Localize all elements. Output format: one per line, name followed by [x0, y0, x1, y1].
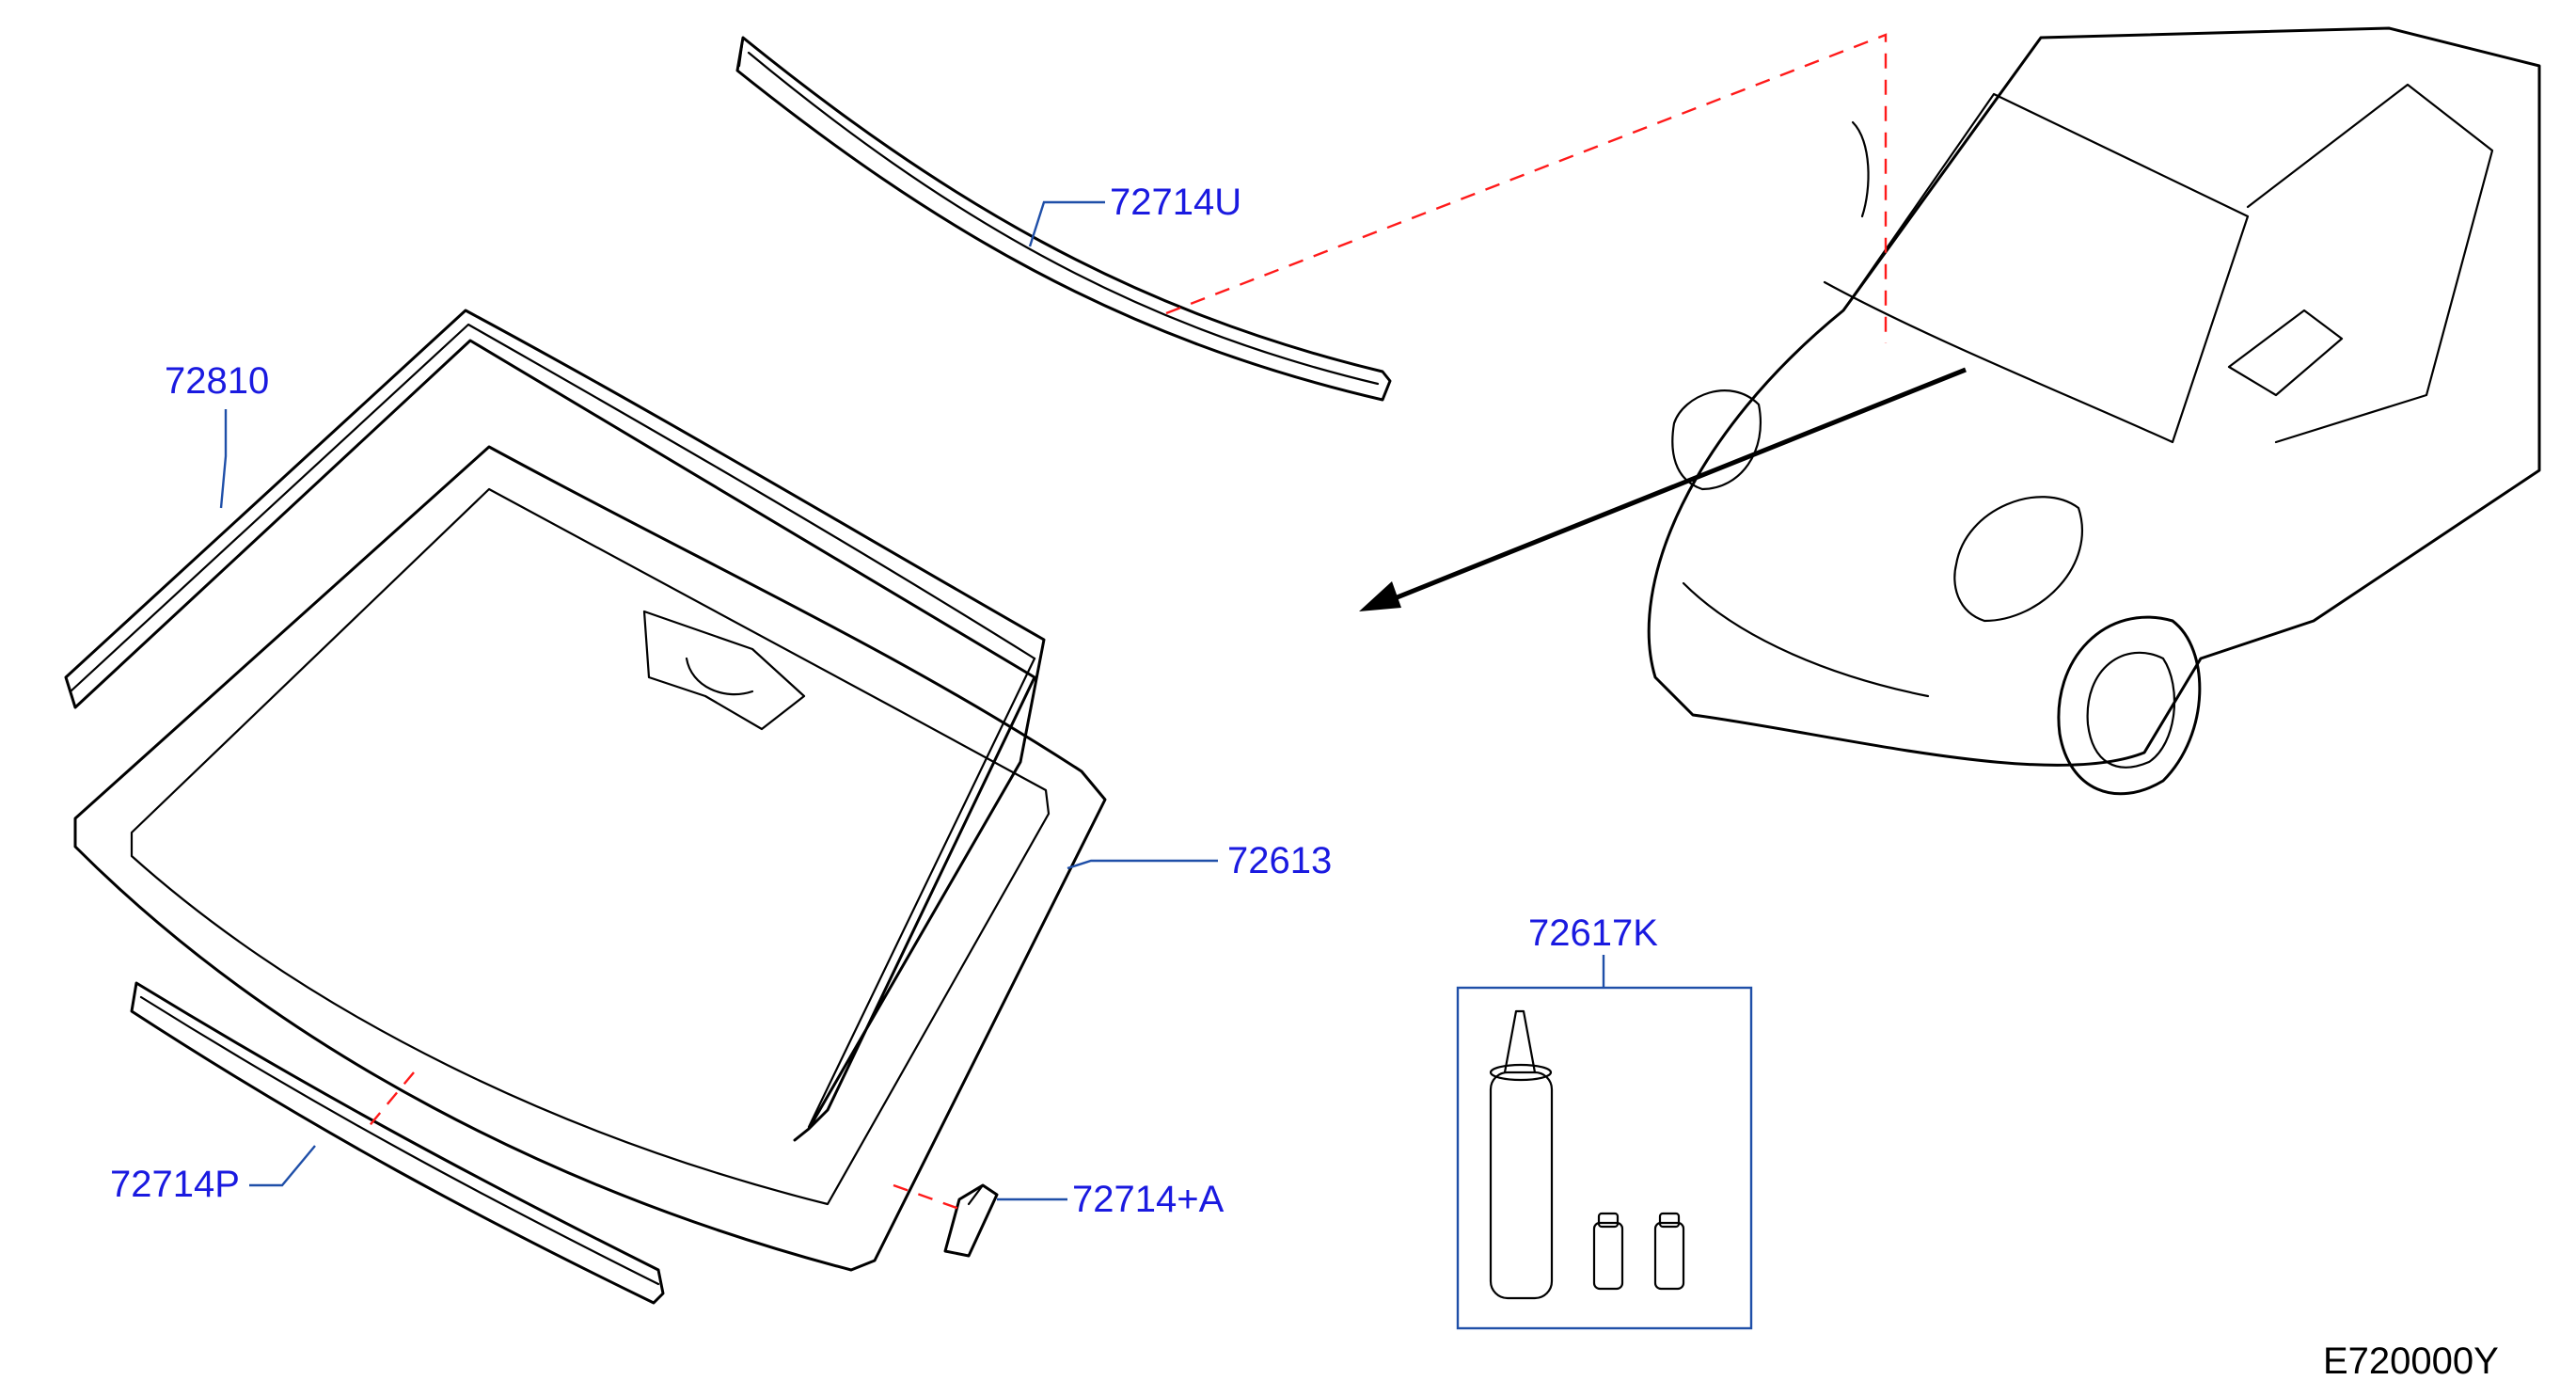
part-label-72613[interactable]: 72613	[1227, 840, 1332, 881]
part-label-72714p[interactable]: 72714P	[110, 1164, 240, 1205]
upper-molding-strip[interactable]	[735, 36, 1392, 402]
side-molding-strip[interactable]	[64, 309, 1046, 1142]
part-label-72714u[interactable]: 72714U	[1110, 182, 1241, 223]
car-illustration	[1647, 26, 2541, 796]
lower-molding-strip[interactable]	[130, 981, 665, 1305]
part-label-72617k[interactable]: 72617K	[1528, 912, 1658, 954]
diagram-code: E720000Y	[2323, 1340, 2499, 1382]
primer-bottle-2	[1653, 1212, 1685, 1291]
windshield-glass[interactable]	[73, 445, 1107, 1272]
primer-bottle-1	[1592, 1212, 1624, 1291]
direction-arrow	[1359, 367, 1967, 611]
adhesive-cartridge	[1489, 1009, 1554, 1300]
part-label-72714a[interactable]: 72714+A	[1072, 1179, 1225, 1220]
reference-dashed-lines	[366, 33, 1888, 1211]
part-label-72810[interactable]: 72810	[165, 360, 269, 402]
adhesive-kit[interactable]	[1456, 986, 1753, 1330]
spacer-block[interactable]	[943, 1183, 999, 1258]
leader-lines	[219, 200, 1605, 1201]
adhesive-kit-box	[1456, 986, 1753, 1330]
